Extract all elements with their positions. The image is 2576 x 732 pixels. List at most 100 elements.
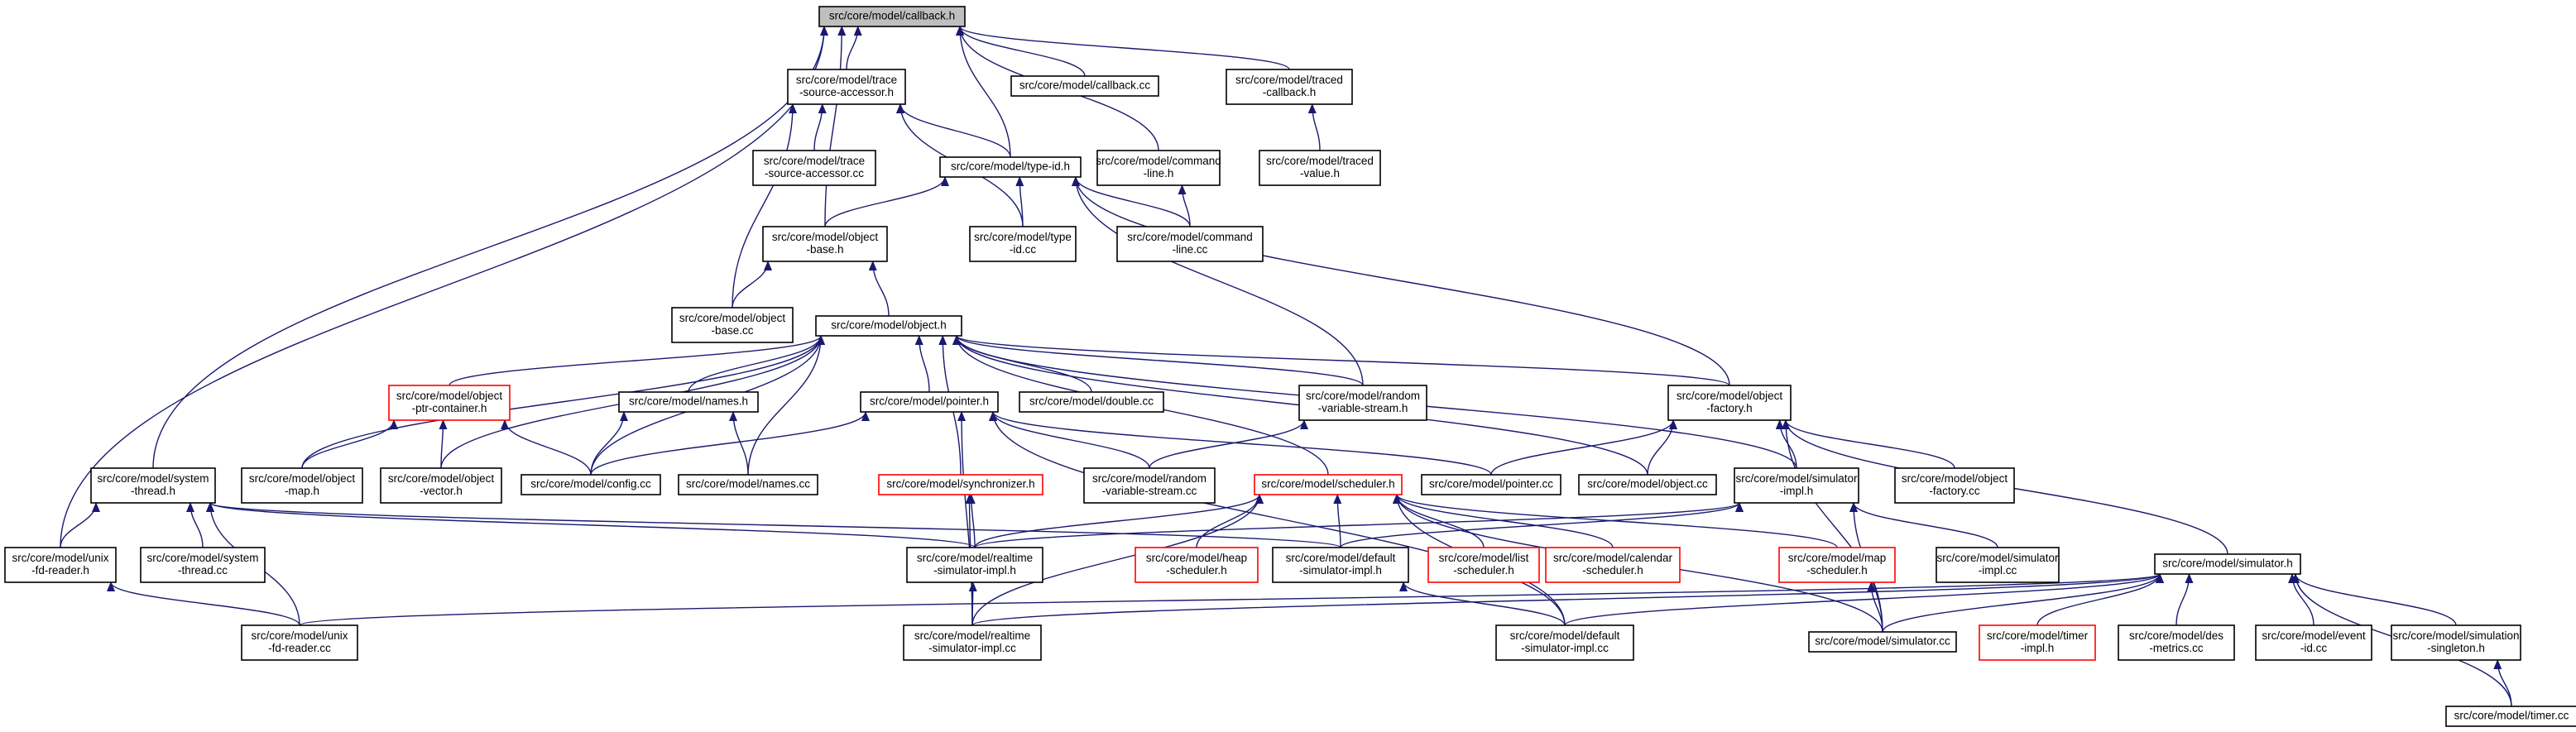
node-box <box>1578 474 1717 495</box>
node-label: src/core/model/unix <box>251 629 348 642</box>
node-box <box>2391 624 2521 661</box>
node-label: src/core/model/list <box>1439 552 1529 564</box>
node-box <box>1427 547 1540 583</box>
node-label: src/core/model/system <box>97 472 209 485</box>
node-label: -line.h <box>1144 167 1174 179</box>
edge-object-base-cc-to-object-base-h <box>732 261 772 309</box>
node-label: src/core/model/random <box>1306 390 1420 402</box>
node-heap-scheduler-h[interactable]: src/core/model/heap-scheduler.h <box>1134 547 1259 583</box>
node-label: src/core/model/heap <box>1146 552 1247 564</box>
node-label: src/core/model/simulator <box>1936 552 2059 564</box>
edge-default-simulator-impl-cc-to-pointer-h <box>989 411 1566 626</box>
node-label: -impl.h <box>1780 485 1814 497</box>
node-object-factory-h[interactable]: src/core/model/object-factory.h <box>1667 385 1792 421</box>
edge-object-cc-to-object-factory-h <box>1647 419 1677 476</box>
node-system-thread-h[interactable]: src/core/model/system-thread.h <box>90 467 216 504</box>
edge-type-id-cc-to-type-id-h <box>1015 176 1024 227</box>
node-trace-source-accessor-h[interactable]: src/core/model/trace-source-accessor.h <box>787 69 906 105</box>
node-label: src/core/model/default <box>1286 552 1396 564</box>
node-label: src/core/model/simulator <box>1735 472 1858 485</box>
node-label: src/core/model/simulator.h <box>2162 557 2293 570</box>
node-des-metrics-cc[interactable]: src/core/model/des-metrics.cc <box>2118 624 2235 661</box>
node-box <box>380 467 502 504</box>
node-simulator-h[interactable]: src/core/model/simulator.h <box>2154 553 2301 575</box>
edge-config-cc-to-object-ptr-container-h <box>501 419 592 476</box>
node-object-factory-cc[interactable]: src/core/model/object-factory.cc <box>1894 467 2015 504</box>
node-timer-cc[interactable]: src/core/model/timer.cc <box>2445 706 2576 727</box>
node-label: src/core/model/simulator.cc <box>1815 635 1950 648</box>
node-random-variable-stream-cc[interactable]: src/core/model/random-variable-stream.cc <box>1083 467 1216 504</box>
edge-unix-fd-reader-cc-to-simulator-h <box>299 573 2164 626</box>
node-box <box>1979 624 2096 661</box>
node-unix-fd-reader-h[interactable]: src/core/model/unix-fd-reader.h <box>4 547 117 583</box>
node-event-id-cc[interactable]: src/core/model/event-id.cc <box>2255 624 2372 661</box>
edge-realtime-simulator-impl-h-to-scheduler-h <box>974 494 1264 548</box>
node-realtime-simulator-impl-h[interactable]: src/core/model/realtime-simulator-impl.h <box>906 547 1043 583</box>
node-command-line-h[interactable]: src/core/model/command-line.h <box>1096 150 1221 186</box>
node-box <box>618 391 759 413</box>
edge-system-thread-h-to-callback-h <box>152 26 828 469</box>
node-config-cc[interactable]: src/core/model/config.cc <box>520 474 661 495</box>
node-box <box>90 467 216 504</box>
node-label: src/core/model/des <box>2129 629 2223 642</box>
edge-object-base-cc-to-trace-source-accessor-h <box>732 103 797 309</box>
node-label: src/core/model/scheduler.h <box>1261 478 1394 490</box>
node-label: -value.h <box>1300 167 1340 179</box>
node-object-cc[interactable]: src/core/model/object.cc <box>1578 474 1717 495</box>
node-type-id-h[interactable]: src/core/model/type-id.h <box>939 156 1082 178</box>
edge-object-map-h-to-object-h <box>301 335 825 469</box>
node-callback-cc[interactable]: src/core/model/callback.cc <box>1010 75 1159 97</box>
node-double-cc[interactable]: src/core/model/double.cc <box>1019 391 1164 413</box>
node-simulator-cc[interactable]: src/core/model/simulator.cc <box>1808 631 1957 653</box>
node-box <box>2255 624 2372 661</box>
node-label: -simulator-impl.cc <box>1521 642 1609 654</box>
node-default-simulator-impl-cc[interactable]: src/core/model/default-simulator-impl.cc <box>1495 624 1634 661</box>
node-unix-fd-reader-cc[interactable]: src/core/model/unix-fd-reader.cc <box>241 624 358 661</box>
node-names-cc[interactable]: src/core/model/names.cc <box>678 474 818 495</box>
node-realtime-simulator-impl-cc[interactable]: src/core/model/realtime-simulator-impl.c… <box>903 624 1042 661</box>
node-simulator-impl-cc[interactable]: src/core/model/simulator-impl.cc <box>1936 547 2060 583</box>
node-label: -callback.h <box>1263 86 1317 98</box>
node-simulation-singleton-h[interactable]: src/core/model/simulation-singleton.h <box>2391 624 2521 661</box>
node-label: src/core/model/object.h <box>831 319 947 332</box>
edge-default-simulator-impl-h-to-system-thread-h <box>206 502 1341 548</box>
node-map-scheduler-h[interactable]: src/core/model/map-scheduler.h <box>1778 547 1896 583</box>
edge-type-id-h-to-callback-h <box>956 26 1011 158</box>
node-label: -variable-stream.cc <box>1102 485 1197 497</box>
node-object-base-h[interactable]: src/core/model/object-base.h <box>762 226 888 262</box>
node-box <box>969 226 1077 262</box>
node-pointer-cc[interactable]: src/core/model/pointer.cc <box>1421 474 1561 495</box>
edge-object-base-h-to-callback-h <box>824 26 847 227</box>
node-random-variable-stream-h[interactable]: src/core/model/random-variable-stream.h <box>1298 385 1427 421</box>
node-pointer-h[interactable]: src/core/model/pointer.h <box>860 391 999 413</box>
node-trace-source-accessor-cc[interactable]: src/core/model/trace-source-accessor.cc <box>752 150 876 186</box>
edge-default-simulator-impl-h-to-simulator-impl-h <box>1340 502 1744 548</box>
node-label: -variable-stream.h <box>1318 402 1408 414</box>
node-type-id-cc[interactable]: src/core/model/type-id.cc <box>969 226 1077 262</box>
node-traced-value-h[interactable]: src/core/model/traced-value.h <box>1259 150 1381 186</box>
node-label: src/core/model/unix <box>12 552 108 564</box>
node-object-map-h[interactable]: src/core/model/object-map.h <box>241 467 363 504</box>
node-synchronizer-h[interactable]: src/core/model/synchronizer.h <box>878 474 1043 495</box>
node-box <box>860 391 999 413</box>
node-command-line-cc[interactable]: src/core/model/command-line.cc <box>1116 226 1264 262</box>
node-list-scheduler-h[interactable]: src/core/model/list-scheduler.h <box>1427 547 1540 583</box>
node-box <box>1298 385 1427 421</box>
node-simulator-impl-h[interactable]: src/core/model/simulator-impl.h <box>1734 467 1859 504</box>
node-timer-impl-h[interactable]: src/core/model/timer-impl.h <box>1979 624 2096 661</box>
node-object-ptr-container-h[interactable]: src/core/model/object-ptr-container.h <box>388 385 511 421</box>
node-object-vector-h[interactable]: src/core/model/object-vector.h <box>380 467 502 504</box>
node-default-simulator-impl-h[interactable]: src/core/model/default-simulator-impl.h <box>1272 547 1409 583</box>
node-scheduler-h[interactable]: src/core/model/scheduler.h <box>1254 474 1403 495</box>
node-box <box>388 385 511 421</box>
edge-default-simulator-impl-cc-to-simulator-h <box>1564 573 2164 626</box>
node-names-h[interactable]: src/core/model/names.h <box>618 391 759 413</box>
node-calendar-scheduler-h[interactable]: src/core/model/calendar-scheduler.h <box>1545 547 1681 583</box>
node-callback-h[interactable]: src/core/model/callback.h <box>818 6 966 27</box>
node-system-thread-cc[interactable]: src/core/model/system-thread.cc <box>140 547 266 583</box>
node-traced-callback-h[interactable]: src/core/model/traced-callback.h <box>1226 69 1353 105</box>
node-label: -factory.h <box>1706 402 1752 414</box>
node-object-base-cc[interactable]: src/core/model/object-base.cc <box>671 307 794 343</box>
node-object-h[interactable]: src/core/model/object.h <box>815 315 962 337</box>
edge-simulator-cc-to-object-factory-h <box>1782 419 1883 633</box>
